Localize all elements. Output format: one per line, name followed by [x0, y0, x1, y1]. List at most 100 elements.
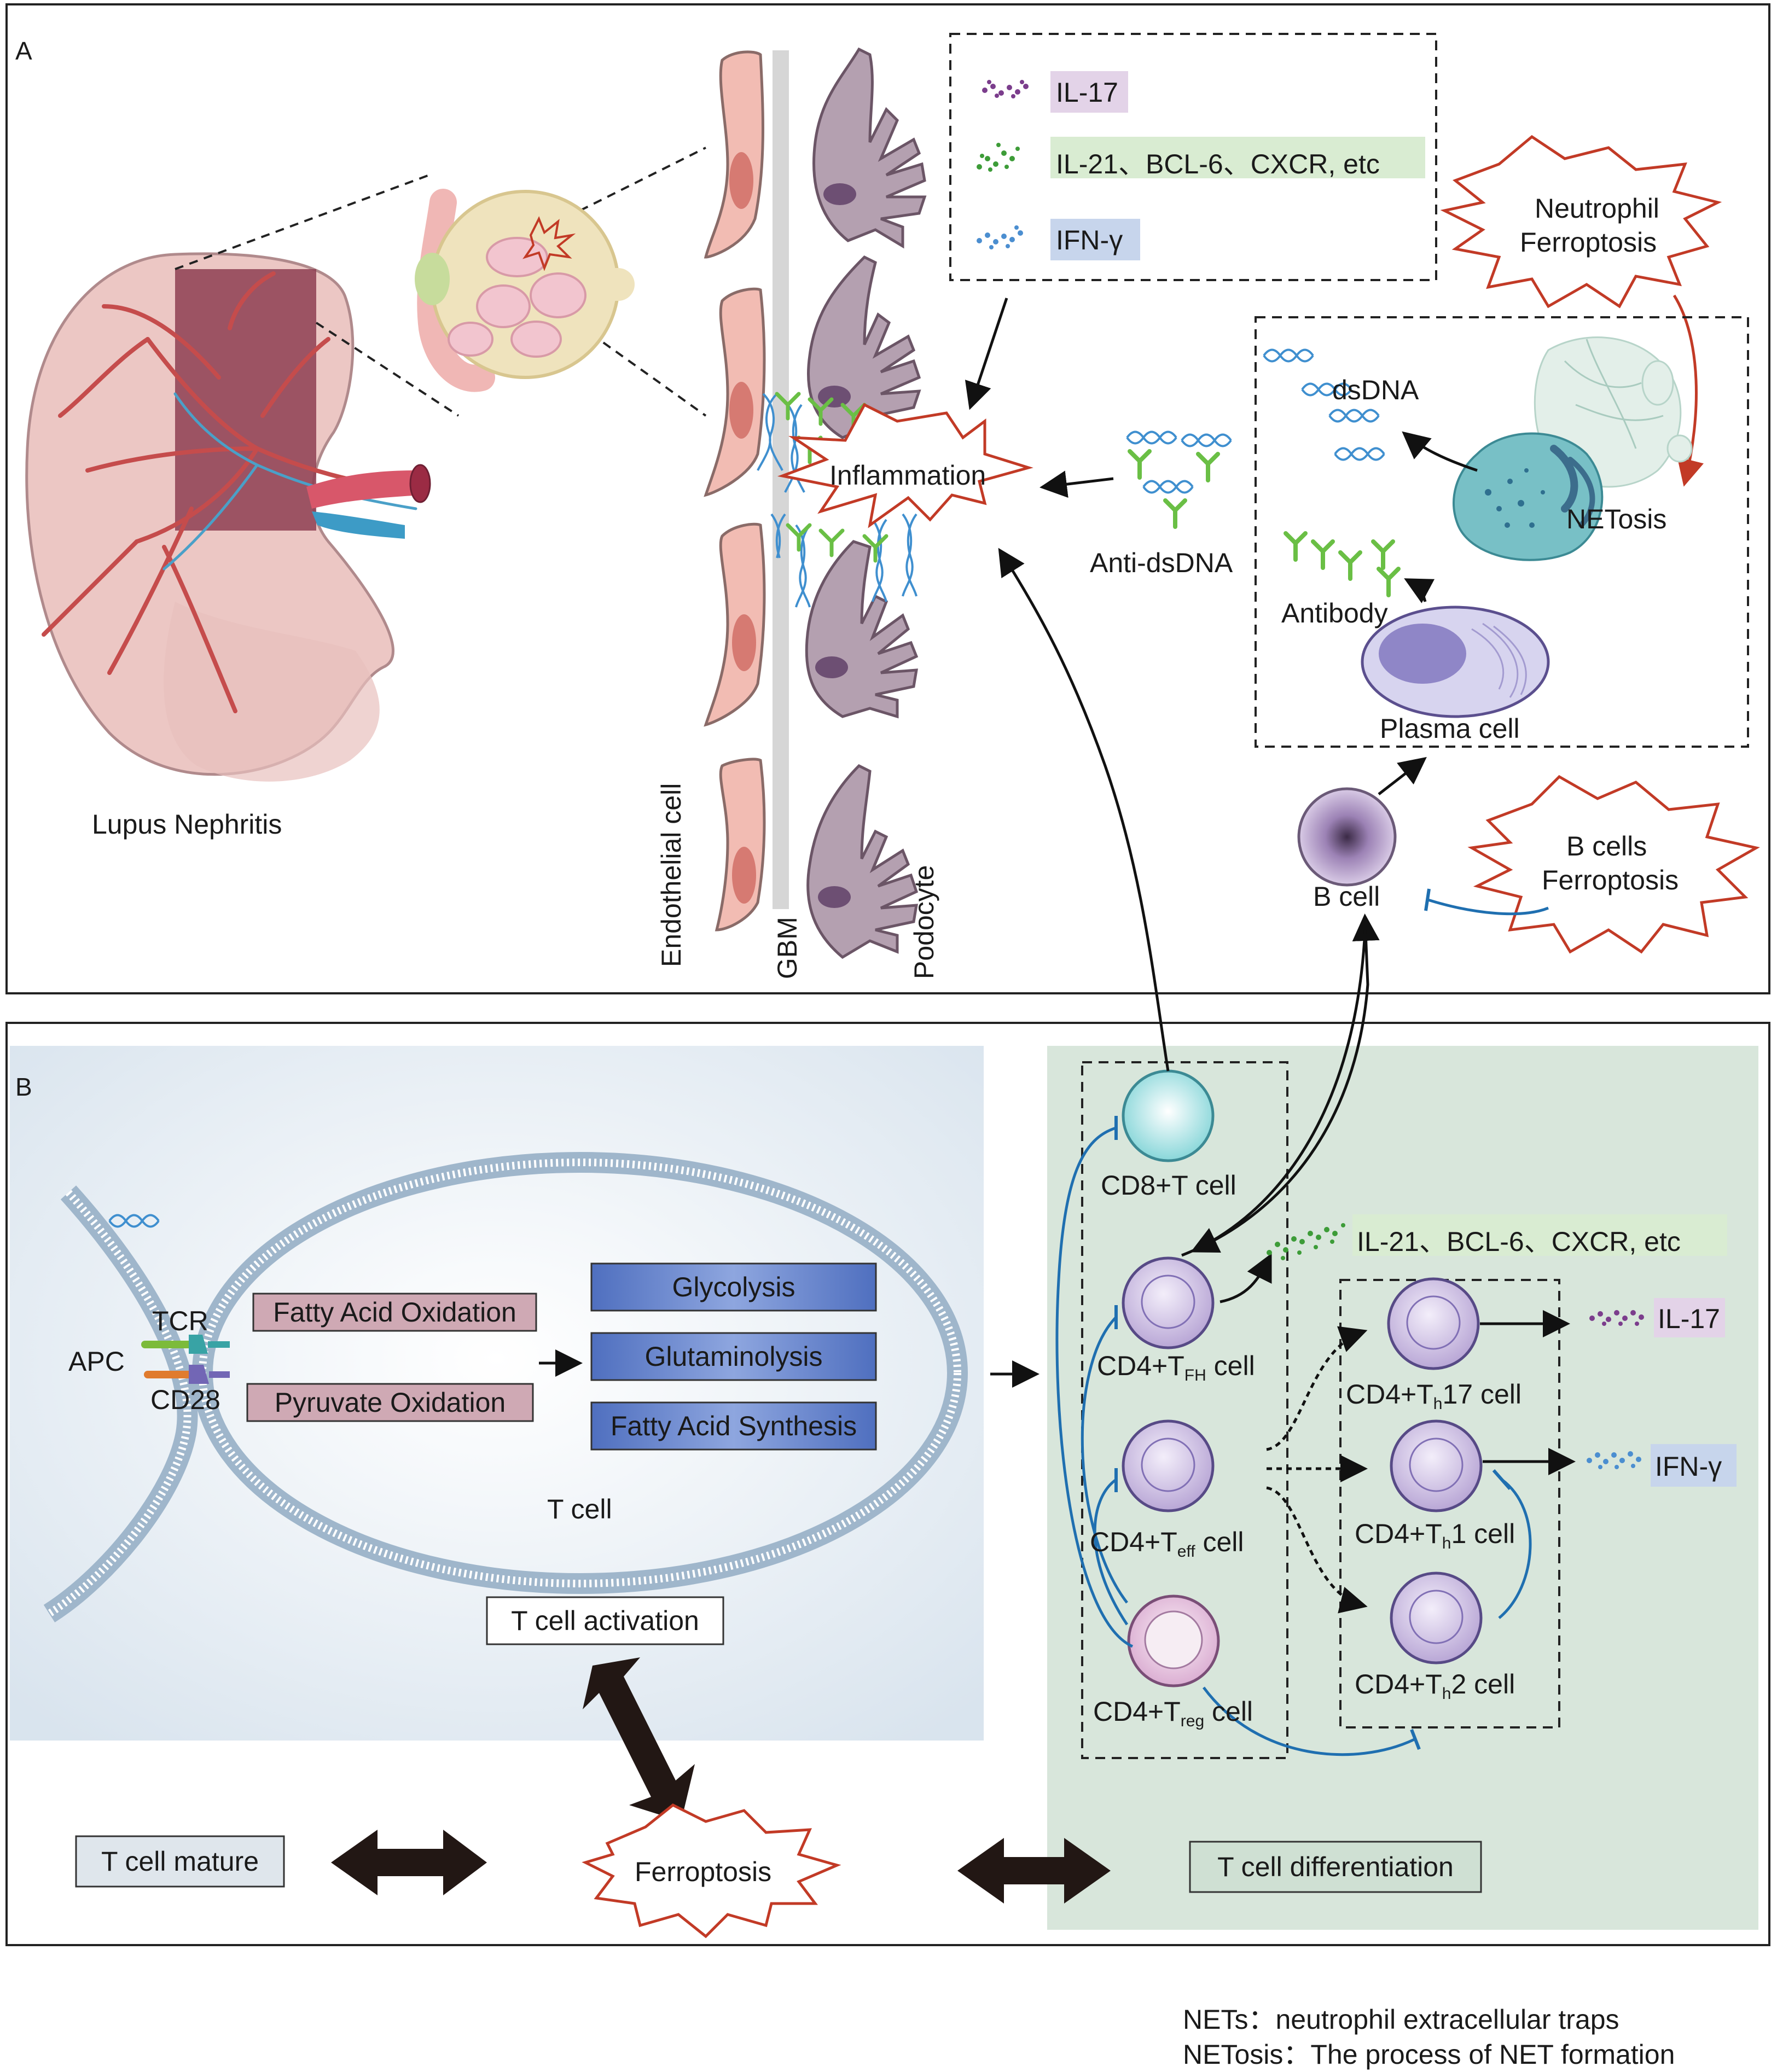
glycolysis-box	[590, 1262, 877, 1312]
ifng-label-bg	[1651, 1444, 1737, 1487]
panel-a-frame	[5, 3, 1770, 994]
dsdna-label: dsDNA	[1332, 375, 1419, 405]
il17-label-bg	[1654, 1298, 1725, 1337]
netosis-illustration	[1453, 336, 1693, 561]
arrow-tfh-to-il21	[1219, 1253, 1272, 1303]
glutaminolysis-box	[590, 1332, 877, 1381]
antibody-icons	[1128, 449, 1401, 597]
glomerulus-illustration	[415, 189, 635, 392]
b-cell-illustration	[1297, 787, 1397, 887]
endothelial-nuclei	[729, 152, 756, 904]
arrow-cd8-to-inflammation	[998, 548, 1170, 1072]
bcell-ferroptosis-burst	[1467, 775, 1760, 954]
il21-label: IL-21、BCL-6、CXCR, etc	[1357, 1226, 1681, 1257]
footnote-netosis: NETosis：The process of NET formation	[1183, 2039, 1675, 2070]
ifng-dots	[1587, 1451, 1641, 1469]
t-cell-differentiation-label: T cell differentiation	[1217, 1852, 1454, 1882]
arrow-antidsdna-to-inflammation	[1040, 470, 1114, 498]
t-cell-mature-label: T cell mature	[101, 1846, 259, 1877]
t-cell-differentiation-box	[1189, 1841, 1482, 1893]
legend-ifng-label: IFN-γ	[1056, 225, 1123, 255]
plasma-cell-label: Plasma cell	[1380, 713, 1520, 744]
glutaminolysis-label: Glutaminolysis	[644, 1341, 823, 1372]
arrow-bcell-to-tfh	[1191, 929, 1367, 1253]
legend-ifng-bg	[1050, 219, 1140, 260]
ferroptosis-label: Ferroptosis	[635, 1856, 772, 1887]
plasma-cell-illustration	[1361, 606, 1550, 718]
fatty-acid-synthesis-box	[590, 1401, 877, 1451]
t-cell-activation-box	[486, 1596, 724, 1645]
gbm-label: GBM	[772, 917, 803, 979]
double-arrow-mature-ferroptosis	[331, 1830, 487, 1895]
fatty-acid-oxidation-box	[252, 1293, 537, 1332]
netosis-label: NETosis	[1566, 504, 1667, 534]
double-arrow-activation-ferroptosis	[583, 1657, 695, 1821]
anti-dsdna-label: Anti-dsDNA	[1090, 548, 1233, 578]
podocyte-label: Podocyte	[909, 865, 939, 979]
bcell-burst-line1: B cells	[1566, 831, 1647, 862]
podocytes	[805, 47, 927, 959]
cd4-th2-cell-icon	[1390, 1572, 1483, 1664]
endothelial-cell-label: Endothelial cell	[656, 783, 687, 967]
t-cell-mature-box	[75, 1835, 285, 1888]
cd4-th2-cell-label: CD4+Th2 cell	[1355, 1669, 1515, 1703]
neutrophil-ferroptosis-burst	[1440, 135, 1722, 309]
legend-il21-label: IL-21、BCL-6、CXCR, etc	[1056, 149, 1380, 179]
neutrophil-burst-line1: Neutrophil	[1535, 193, 1659, 224]
zoom-line	[175, 173, 433, 270]
pyruvate-oxidation-box	[246, 1383, 534, 1422]
legend-il17-bg	[1050, 71, 1128, 113]
ferroptosis-burst	[582, 1803, 841, 1939]
cd4-treg-cell-label: CD4+Treg cell	[1093, 1696, 1253, 1730]
th-cells-box	[1339, 1279, 1560, 1728]
b-cell-label: B cell	[1313, 881, 1380, 912]
inhibit-bcell-ferroptosis	[1427, 898, 1549, 916]
zoom-line	[315, 322, 460, 417]
cd8-t-cell-icon	[1122, 1069, 1215, 1162]
inflammation-label: Inflammation	[829, 460, 986, 491]
apc-membrane	[43, 1185, 198, 1623]
tcr-label: TCR	[152, 1306, 208, 1336]
panel-a-letter: A	[15, 37, 32, 65]
apc-dna	[108, 1214, 160, 1228]
cd28-label: CD28	[150, 1384, 220, 1415]
antibody-label: Antibody	[1281, 598, 1388, 628]
netosis-box	[1255, 316, 1749, 748]
pyruvate-oxidation-label: Pyruvate Oxidation	[274, 1387, 506, 1418]
cd4-th17-cell-icon	[1387, 1277, 1480, 1370]
dsdna-strands	[1126, 348, 1385, 494]
tcr-receptor	[141, 1335, 230, 1354]
cd4-th1-cell-label: CD4+Th1 cell	[1355, 1518, 1515, 1552]
kidney-illustration	[25, 252, 431, 782]
double-arrow-ferroptosis-differentiation	[957, 1838, 1111, 1904]
inflammation-burst	[777, 403, 1033, 528]
cd4-th17-cell-label: CD4+Th17 cell	[1346, 1379, 1522, 1413]
inhibition-bars	[1114, 1116, 1512, 1750]
arrow-plasma-to-antibody	[1404, 578, 1435, 603]
cd8-t-cell-label: CD8+T cell	[1101, 1170, 1236, 1201]
cd4-teff-cell-label: CD4+Teff cell	[1090, 1527, 1244, 1561]
arrow-bcell-to-plasma	[1378, 756, 1427, 795]
il21-dots	[1267, 1223, 1345, 1260]
il17-label: IL-17	[1658, 1303, 1720, 1334]
cd4-tfh-cell-label: CD4+TFH cell	[1097, 1351, 1255, 1384]
glycolysis-label: Glycolysis	[672, 1272, 795, 1302]
cd4-th1-cell-icon	[1390, 1419, 1483, 1512]
treg-inhibition-lines	[1055, 1126, 1532, 1756]
il21-label-bg	[1352, 1214, 1727, 1256]
fatty-acid-oxidation-label: Fatty Acid Oxidation	[273, 1297, 516, 1328]
zoom-line	[590, 333, 707, 417]
arrow-cytokines-to-inflammation	[965, 298, 1008, 410]
t-cell-label: T cell	[547, 1494, 612, 1524]
cytokine-legend-box	[949, 33, 1437, 281]
teff-differentiation-arrows	[1266, 1326, 1368, 1614]
cd4-tfh-cell-icon	[1122, 1256, 1215, 1349]
cytokine-dots	[977, 80, 1029, 249]
cd28-receptor	[144, 1365, 230, 1384]
arrow-netosis-to-dsdna	[1402, 431, 1478, 472]
zoom-line	[552, 147, 706, 225]
podocyte-nuclei	[815, 183, 856, 908]
apc-label: APC	[68, 1346, 125, 1377]
